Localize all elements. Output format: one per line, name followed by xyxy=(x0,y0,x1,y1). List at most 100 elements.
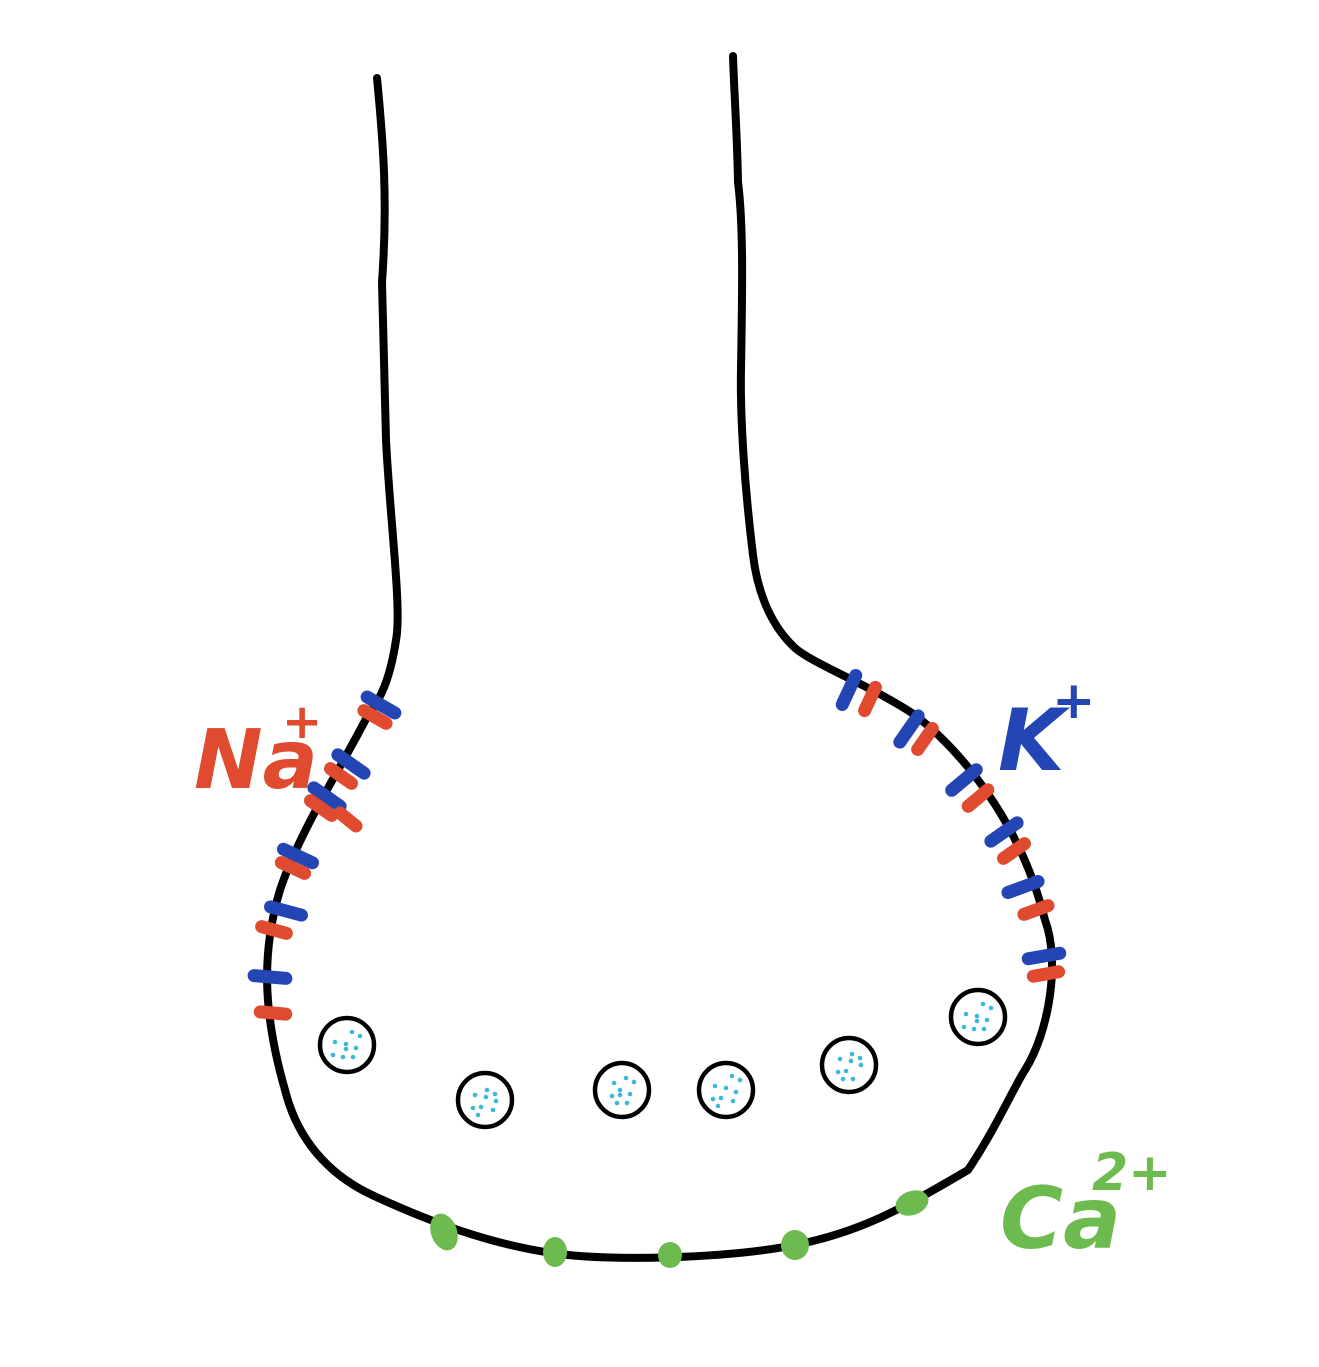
neurotransmitter-dot xyxy=(614,1100,620,1106)
na-channel-right-5 xyxy=(1026,965,1066,983)
neurotransmitter-dot xyxy=(343,1046,349,1052)
na-channel-right-3 xyxy=(997,837,1031,865)
synaptic-vesicle xyxy=(819,1035,879,1095)
neurotransmitter-dot xyxy=(475,1112,481,1118)
neurotransmitter-dot xyxy=(340,1054,346,1060)
calcium-channel xyxy=(430,1213,458,1251)
vesicle-group xyxy=(317,987,1008,1130)
neurotransmitter-dot xyxy=(730,1098,736,1104)
neurotransmitter-dot xyxy=(617,1087,623,1093)
k-channel-left-1 xyxy=(331,748,371,780)
neurotransmitter-dot xyxy=(330,1052,336,1058)
neurotransmitter-dot xyxy=(980,1001,986,1007)
neurotransmitter-dot xyxy=(988,1005,994,1011)
neurotransmitter-dot xyxy=(963,1011,969,1017)
synaptic-vesicle xyxy=(592,1060,652,1120)
neurotransmitter-dot xyxy=(984,1017,990,1023)
neurotransmitter-dot xyxy=(737,1077,743,1083)
na-label: Na xyxy=(194,713,318,808)
neurotransmitter-dot xyxy=(350,1054,356,1060)
neurotransmitter-dot xyxy=(478,1104,484,1110)
k-channel-left-3 xyxy=(276,842,320,870)
neurotransmitter-dot xyxy=(837,1056,843,1062)
na-channel-right-0 xyxy=(858,680,882,718)
k-channel-right-3 xyxy=(984,816,1024,848)
neurotransmitter-dot xyxy=(974,1013,980,1019)
neurotransmitter-dot xyxy=(627,1091,633,1097)
na-channel-right-2 xyxy=(961,783,995,813)
na-channel-right-1 xyxy=(911,722,939,756)
k-channel-left-5 xyxy=(247,969,293,985)
synaptic-vesicle xyxy=(696,1060,756,1120)
na-channel-right-4 xyxy=(1017,899,1055,921)
neurotransmitter-dot xyxy=(981,1026,987,1032)
neurotransmitter-dot xyxy=(848,1058,854,1064)
k-channel-right-2 xyxy=(945,763,983,797)
calcium-channel xyxy=(658,1242,682,1268)
calcium-channel xyxy=(543,1237,567,1267)
k-channel-right-5 xyxy=(1021,946,1067,966)
na-channel-left-5 xyxy=(253,1005,293,1021)
na-label-sup: + xyxy=(282,694,322,750)
vesicle-membrane xyxy=(819,1035,879,1095)
k-channel-left-4 xyxy=(264,900,308,922)
neurotransmitter-dot xyxy=(623,1075,629,1081)
neurotransmitter-dot xyxy=(631,1079,637,1085)
k-channel-left-0 xyxy=(360,690,402,720)
neurotransmitter-dot xyxy=(472,1092,478,1098)
neurotransmitter-dot xyxy=(857,1055,863,1061)
neurotransmitter-dot xyxy=(490,1107,496,1113)
na-channel-left-2 xyxy=(304,794,338,822)
neurotransmitter-dot xyxy=(349,1029,355,1035)
na-label-base: Na xyxy=(194,713,318,808)
calcium-channel-group xyxy=(430,1190,929,1268)
neurotransmitter-dot xyxy=(843,1068,849,1074)
k-channel-right-1 xyxy=(893,709,925,749)
neurotransmitter-dot xyxy=(858,1062,864,1068)
ca-label: Ca xyxy=(1000,1169,1121,1269)
neurotransmitter-dot xyxy=(974,1018,980,1024)
neurotransmitter-dot xyxy=(492,1091,498,1097)
neurotransmitter-dot xyxy=(484,1087,490,1093)
neurotransmitter-dot xyxy=(723,1085,729,1091)
neurotransmitter-dot xyxy=(624,1100,630,1106)
neurotransmitter-dot xyxy=(470,1105,476,1111)
ca-label-sup: 2+ xyxy=(1092,1143,1172,1203)
neurotransmitter-dot xyxy=(483,1094,489,1100)
neurotransmitter-dot xyxy=(609,1093,615,1099)
calcium-channel xyxy=(895,1190,929,1216)
vesicle-membrane xyxy=(455,1070,515,1130)
right-channel-group xyxy=(835,668,1067,983)
neurotransmitter-dot xyxy=(332,1039,338,1045)
k-label: K xyxy=(998,691,1070,791)
neurotransmitter-dot xyxy=(353,1045,359,1051)
neurotransmitter-dot xyxy=(715,1103,721,1109)
synaptic-vesicle xyxy=(455,1070,515,1130)
left-channel-group xyxy=(247,690,402,1021)
neurotransmitter-dot xyxy=(840,1076,846,1082)
neurotransmitter-dot xyxy=(729,1073,735,1079)
neurotransmitter-dot xyxy=(971,1026,977,1032)
neurotransmitter-dot xyxy=(850,1076,856,1082)
na-channel-left-extra xyxy=(333,806,363,833)
na-channel-left-0 xyxy=(357,704,393,730)
membrane-outline xyxy=(263,52,1057,1262)
neurotransmitter-dot xyxy=(617,1092,623,1098)
neurotransmitter-dot xyxy=(718,1095,724,1101)
neurotransmitter-dot xyxy=(493,1098,499,1104)
neurotransmitter-dot xyxy=(712,1083,718,1089)
na-channel-left-4 xyxy=(255,920,293,940)
neurotransmitter-dot xyxy=(835,1069,841,1075)
k-label-sup: + xyxy=(1052,671,1096,731)
neurotransmitter-dot xyxy=(343,1041,349,1047)
synaptic-vesicle xyxy=(948,987,1008,1047)
neurotransmitter-dot xyxy=(733,1089,739,1095)
neurotransmitter-dot xyxy=(710,1096,716,1102)
neurotransmitter-dot xyxy=(849,1051,855,1057)
k-channel-right-4 xyxy=(1001,875,1045,899)
neurotransmitter-dot xyxy=(611,1080,617,1086)
na-channel-left-3 xyxy=(274,856,312,880)
calcium-channel xyxy=(781,1230,809,1260)
neurotransmitter-dot xyxy=(961,1024,967,1030)
